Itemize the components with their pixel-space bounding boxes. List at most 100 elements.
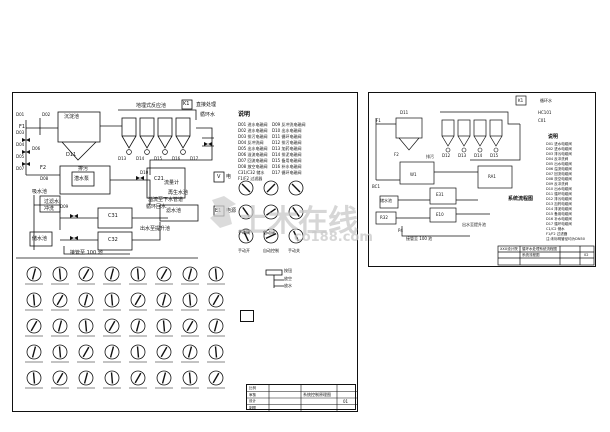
instrument-dial-icon — [182, 318, 198, 334]
left-drawing-title: 系统控制原理图 — [303, 392, 331, 397]
instrument-dial-icon — [52, 370, 68, 386]
legend-entry: D15 备用电磁阀 — [272, 158, 302, 163]
right-legend-entry: D13 加药电磁阀 — [546, 202, 572, 206]
right-legend-entry: D14 排泥电磁阀 — [546, 207, 572, 211]
instrument-dial-icon — [104, 370, 120, 386]
title-block-row-label: 设计 — [249, 399, 256, 403]
legend-title: 说明 — [238, 111, 251, 118]
instrument-dial-icon — [104, 266, 120, 282]
legend-entry: D14 排泥电磁阀 — [272, 152, 302, 157]
instrument-dial-icon — [182, 370, 198, 386]
right-k1-label: K1 — [518, 98, 524, 103]
right-sheet-number: 02 — [584, 253, 589, 257]
gauge-dial-icon — [238, 180, 254, 196]
d11-label: D11 — [66, 152, 77, 158]
instrument-dial-icon — [78, 318, 94, 334]
right-legend-entry: D08 放空电磁阀 — [546, 177, 572, 181]
pump-label: 潜水泵 — [74, 176, 90, 182]
right-f1-label: F1 — [376, 118, 381, 123]
right-legend-entry: D05 出水电磁阀 — [546, 162, 572, 166]
switch-icon — [265, 269, 284, 288]
rinse-label: 冲洗 — [44, 206, 55, 212]
right-w1-label: W1 — [410, 172, 417, 177]
pipe-label: 接管至 100 池 — [70, 250, 103, 256]
right-legend-entry: D06 溢流电磁阀 — [546, 167, 572, 171]
flow-meter-label: 流量计 — [164, 180, 180, 186]
filter-water-label: 过滤水 — [44, 199, 60, 205]
right-c01-label: C01 — [538, 118, 546, 123]
valve-tag-d10: D10 — [140, 170, 149, 175]
title-block-row-label: 审核 — [249, 392, 256, 397]
right-outflow-label: 出水至提升池 — [462, 222, 486, 227]
valve-tag-d05: D05 — [16, 154, 25, 159]
sedimentation-label: 沉淀池 — [64, 114, 80, 120]
instrument-dial-icon — [26, 318, 42, 334]
right-legend-title: 说明 — [548, 134, 559, 140]
right-bc1-label: BC1 — [372, 184, 381, 189]
right-drawing-title: 循环水处理系统流程图 — [522, 247, 557, 251]
legend-entry: D16 补水电磁阀 — [272, 164, 302, 169]
instrument-dial-icon — [208, 292, 224, 308]
right-legend-entry: D02 进水电磁阀 — [546, 147, 572, 151]
control-label: 手动关 — [288, 248, 300, 253]
instrument-dial-icon — [104, 344, 120, 360]
c31-label: C31 — [108, 213, 118, 219]
left-sheet-number: 01 — [343, 399, 349, 404]
circulating-water-label: 循环水 — [200, 112, 216, 118]
instrument-dial-icon — [130, 344, 146, 360]
switch-label: 按钮 — [284, 268, 292, 273]
instrument-dial-icon — [130, 292, 146, 308]
instrument-dial-icon — [208, 370, 224, 386]
title-block-row-label: 制图 — [249, 405, 256, 410]
instrument-dial-icon — [182, 292, 198, 308]
instrument-dial-icon — [78, 266, 94, 282]
e1-box-caption: 电源 — [226, 208, 237, 214]
right-legend-entry: D03 排污电磁阀 — [546, 152, 572, 156]
storage-tank-label: 储水池 — [32, 236, 48, 242]
overflow-label: 溢流至下水管道 — [148, 197, 184, 203]
instrument-dial-icon — [182, 344, 198, 360]
instrument-dial-icon — [208, 318, 224, 334]
small-indicator-box — [240, 310, 254, 322]
right-e31-label: E31 — [436, 192, 444, 197]
valve-tag-d04: D04 — [16, 142, 25, 147]
valve-tag-d02: D02 — [42, 112, 51, 117]
legend-entry: D05 出水电磁阀 — [238, 146, 268, 151]
right-hc01-label: HC101 — [538, 110, 552, 115]
watermark-logo-icon — [210, 196, 236, 228]
right-legend-entry: D16 补水电磁阀 — [546, 217, 572, 221]
right-r32-label: R32 — [380, 215, 388, 220]
right-legend-entry: D11 循环电磁阀 — [546, 192, 572, 196]
instrument-dial-icon — [52, 292, 68, 308]
k1-label: K1 — [183, 101, 190, 107]
c21-label: C21 — [154, 176, 164, 182]
instrument-dial-icon — [26, 344, 42, 360]
gauge-dial-icon — [263, 228, 279, 244]
pump-label-d14: D14 — [136, 156, 145, 161]
right-storage-label: 储水池 — [380, 198, 392, 203]
legend-entry: D09 反冲洗电磁阀 — [272, 122, 306, 127]
legend-entry: D12 排污电磁阀 — [272, 140, 302, 145]
right-e10-label: E10 — [436, 212, 444, 217]
sludge-tank-label: 滤水池 — [166, 208, 182, 214]
pump-label-d13: D13 — [118, 156, 127, 161]
outflow-label: 出水至提升池 — [140, 226, 171, 232]
gauge-dial-icon — [263, 180, 279, 196]
instrument-dial-icon — [78, 344, 94, 360]
gauge-dial-icon — [288, 204, 304, 220]
gauge-dial-icon — [288, 180, 304, 196]
pump-label-d16: D16 — [172, 156, 181, 161]
instrument-dial-icon — [52, 318, 68, 334]
right-legend-entry: D01 进水电磁阀 — [546, 142, 572, 146]
right-legend-entry: D09 反冲洗阀 — [546, 182, 569, 186]
control-label: 自动控制 — [263, 248, 279, 253]
right-legend-entry: 注:未标明管径均为DN50 — [546, 237, 585, 241]
instrument-dial-icon — [156, 318, 172, 334]
right-legend-entry: D10 出水电磁阀 — [546, 187, 572, 191]
instrument-dial-icon — [130, 266, 146, 282]
f2-label: F2 — [40, 165, 47, 171]
legend-entry: D03 排污电磁阀 — [238, 134, 268, 139]
legend-entry: D01 进水电磁阀 — [238, 122, 268, 127]
right-legend-entry: D17 循环电磁阀 — [546, 222, 572, 226]
